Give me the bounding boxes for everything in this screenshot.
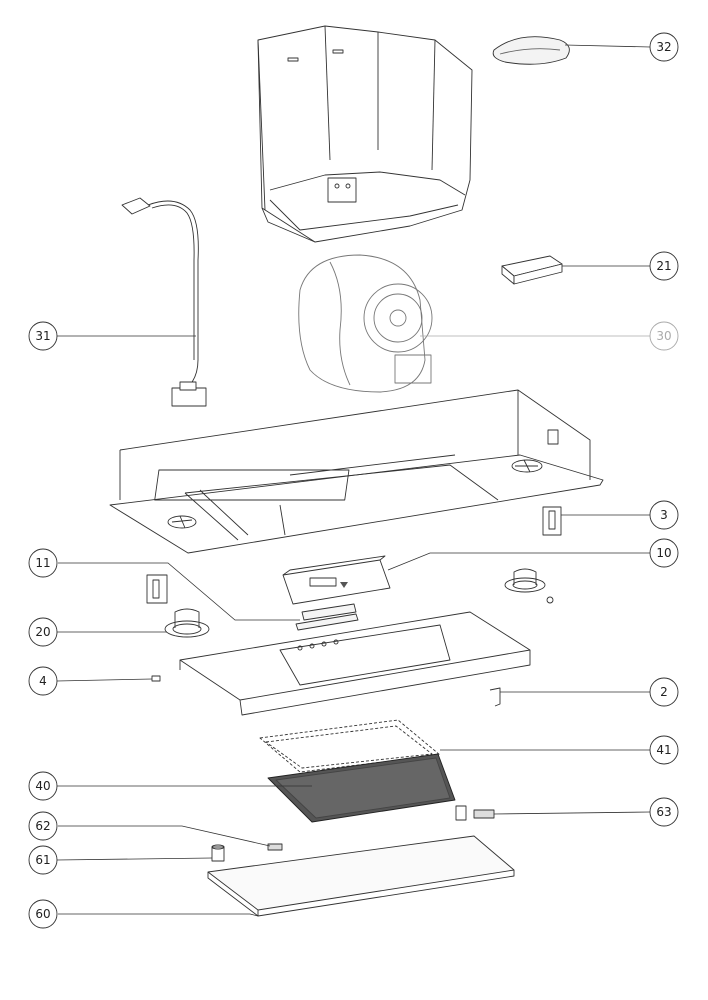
part-20-lamp-left xyxy=(164,608,210,638)
callout-40-label: 40 xyxy=(35,779,50,793)
part-4-clip xyxy=(151,675,161,682)
callout-31: 31 xyxy=(28,321,58,351)
part-2-clip xyxy=(489,687,501,707)
callout-32: 32 xyxy=(649,32,679,62)
callout-10-label: 10 xyxy=(656,546,671,560)
leader-lines xyxy=(56,44,651,917)
callout-60-label: 60 xyxy=(35,907,50,921)
part-30-motor-blower xyxy=(298,254,433,393)
part-62-latch xyxy=(267,843,283,851)
callout-30: 30 xyxy=(649,321,679,351)
callout-41: 41 xyxy=(649,735,679,765)
callout-4: 4 xyxy=(28,666,58,696)
part-31-power-cord xyxy=(121,197,207,407)
callout-21-label: 21 xyxy=(656,259,671,273)
callout-63-label: 63 xyxy=(656,805,671,819)
callout-61-label: 61 xyxy=(35,853,50,867)
callout-2: 2 xyxy=(649,677,679,707)
callout-3-label: 3 xyxy=(660,508,668,522)
callout-21: 21 xyxy=(649,251,679,281)
bottom-frame xyxy=(179,611,531,716)
callout-11-label: 11 xyxy=(35,556,50,570)
part-10-control-box xyxy=(282,555,391,605)
callout-30-label: 30 xyxy=(656,329,671,343)
callout-62: 62 xyxy=(28,811,58,841)
callout-11: 11 xyxy=(28,548,58,578)
callout-32-label: 32 xyxy=(656,40,671,54)
callouts: 32 21 31 30 3 10 11 20 xyxy=(28,32,679,929)
callout-3: 3 xyxy=(649,500,679,530)
callout-41-label: 41 xyxy=(656,743,671,757)
callout-31-label: 31 xyxy=(35,329,50,343)
part-41-filter-frame xyxy=(259,719,441,773)
small-bracket xyxy=(146,574,168,604)
callout-10: 10 xyxy=(649,538,679,568)
callout-20-label: 20 xyxy=(35,625,50,639)
part-61-cylinder xyxy=(211,844,225,862)
callout-4-label: 4 xyxy=(39,674,47,688)
part-32-plate xyxy=(492,36,570,65)
part-21-capacitor xyxy=(501,255,563,285)
part-63-latch xyxy=(455,805,495,821)
callout-63: 63 xyxy=(649,797,679,827)
part-20-lamp-right xyxy=(504,568,554,604)
part-40-grease-filter xyxy=(267,753,456,823)
callout-61: 61 xyxy=(28,845,58,875)
callout-20: 20 xyxy=(28,617,58,647)
part-3-bracket xyxy=(542,506,562,536)
callout-40: 40 xyxy=(28,771,58,801)
main-canopy-body xyxy=(109,389,604,554)
callout-2-label: 2 xyxy=(660,685,668,699)
callout-60: 60 xyxy=(28,899,58,929)
callout-62-label: 62 xyxy=(35,819,50,833)
chimney-box-part xyxy=(257,25,473,243)
part-11-switch-panel xyxy=(295,603,359,631)
part-60-glass-panel xyxy=(207,835,515,917)
